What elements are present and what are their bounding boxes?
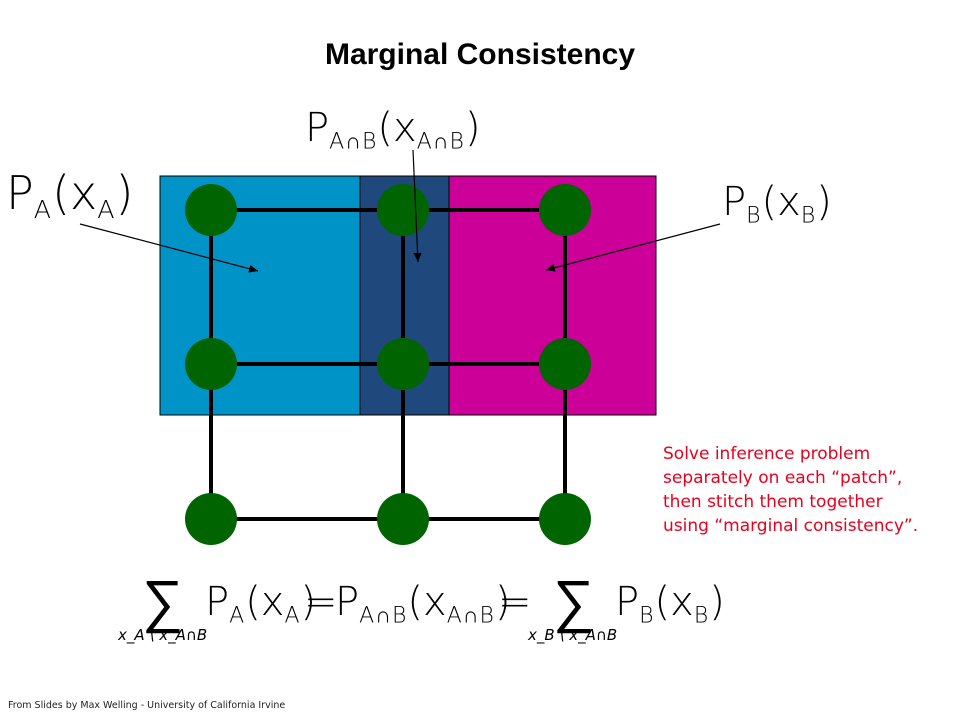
term2-func: P [335,579,360,625]
graph-node [377,184,429,236]
pab-close: ) [464,105,481,151]
pa-arg-sub: A [97,194,116,224]
equals-1: = [304,579,338,625]
term3-close: ) [709,579,725,625]
sum-symbol-1: ∑ [142,567,184,635]
graph-node [377,338,429,390]
graph-node [539,338,591,390]
graph-node [185,184,237,236]
label-pa: PA(xA) [6,170,134,222]
term2-sub: A∩B [359,603,408,629]
term2-close: ) [494,579,511,625]
eq-term-pa: PA(xA) [205,582,316,628]
pb-close: ) [816,179,832,225]
graph-node [539,184,591,236]
term2-arg: (x [407,579,447,625]
eq-term-pb: PB(xB) [615,582,725,628]
note-line: Solve inference problem [663,444,871,464]
pa-sub: A [33,194,53,224]
sum-1-subscript: x_A \ x_A∩B [118,626,208,644]
pa-func: P [6,166,34,220]
graph-node [377,493,429,545]
pab-arg: (x [377,105,417,151]
slide-title: Marginal Consistency [324,38,636,71]
term1-arg-sub: A [284,603,301,629]
pab-func: P [305,105,330,151]
term2-arg-sub: A∩B [446,603,495,629]
graph-nodes [185,184,591,545]
term1-func: P [205,579,230,625]
pa-arg: (x [52,166,98,220]
label-pb: PB(xB) [722,182,832,228]
pb-sub: B [746,203,762,229]
pb-arg: (x [761,179,801,225]
sum-2-subscript: x_B \ x_A∩B [528,626,618,644]
arrow-pa [79,223,259,273]
note-line: using “marginal consistency”. [663,516,919,536]
graph-node [185,493,237,545]
eq-term-pab: PA∩B(xA∩B) [335,582,511,628]
term3-func: P [615,579,640,625]
note-line: separately on each “patch”, [663,468,903,488]
arrow-pab [412,149,422,263]
graph-node [539,493,591,545]
explanation-note: Solve inference problem separately on ea… [663,442,958,538]
graph-node [185,338,237,390]
term3-arg: (x [654,579,694,625]
pb-func: P [722,179,747,225]
footer-credit: From Slides by Max Welling - University … [8,700,286,711]
equals-2: = [498,579,532,625]
term1-sub: A [229,603,246,629]
pab-sub: A∩B [329,129,378,155]
sum-symbol-2: ∑ [553,567,595,635]
term1-close: ) [300,579,317,625]
term3-sub: B [639,603,655,629]
term1-arg: (x [245,579,285,625]
label-pab: PA∩B(xA∩B) [305,108,481,154]
pab-arg-sub: A∩B [416,129,465,155]
term3-arg-sub: B [693,603,710,629]
pb-arg-sub: B [800,203,817,229]
pa-close: ) [115,166,134,220]
note-line: then stitch them together [663,492,883,512]
arrow-pb [545,223,721,272]
